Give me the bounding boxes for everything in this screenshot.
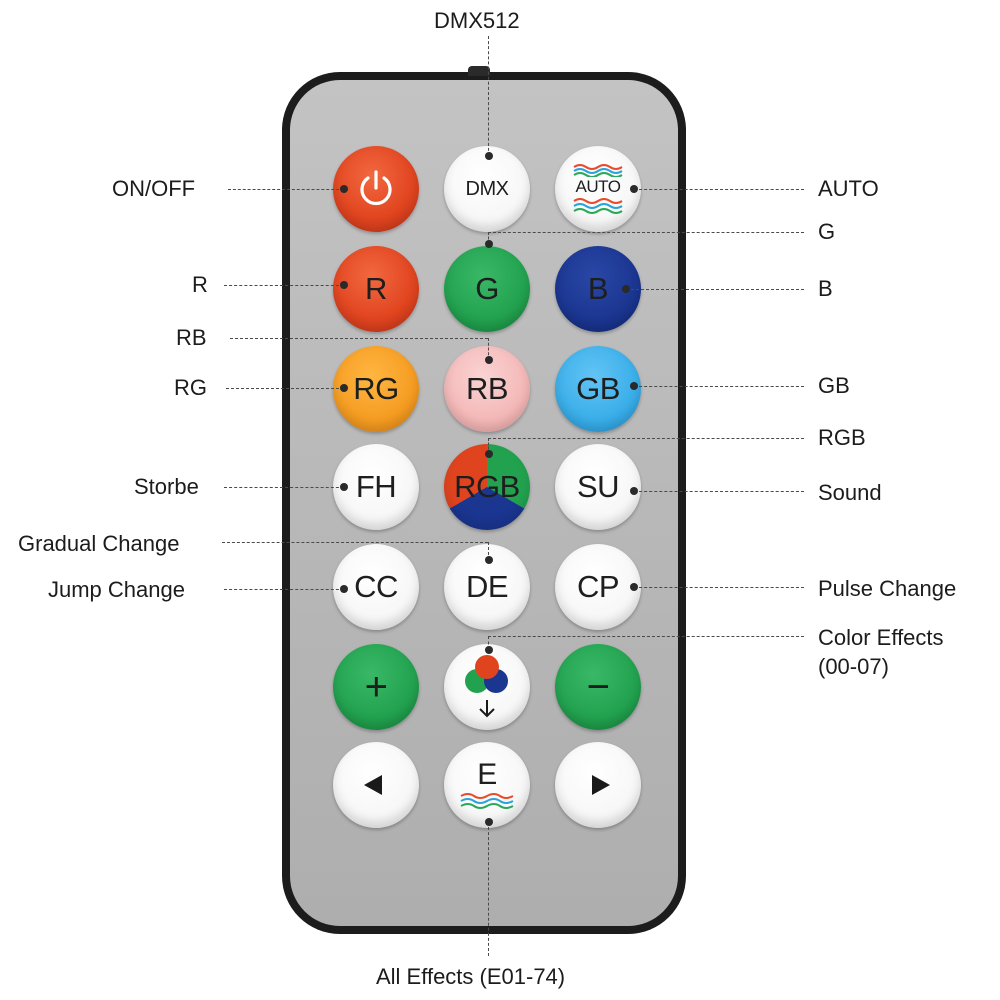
callout-line-g bbox=[488, 232, 804, 233]
callout-line-gradual-change-drop bbox=[488, 542, 489, 560]
callout-dot-auto bbox=[630, 185, 638, 193]
color-effects-button[interactable] bbox=[444, 644, 530, 730]
g-button[interactable]: G bbox=[444, 246, 530, 332]
plus-button[interactable]: + bbox=[333, 644, 419, 730]
callout-line-rb bbox=[230, 338, 488, 339]
callout-line-jump-change bbox=[224, 589, 344, 590]
callout-line-storbe bbox=[224, 487, 344, 488]
callout-line-b bbox=[626, 289, 804, 290]
callout-dot-g bbox=[485, 240, 493, 248]
callout-label-gb: GB bbox=[818, 373, 850, 398]
callout-dot-r bbox=[340, 281, 348, 289]
callout-line-pulse-change bbox=[634, 587, 804, 588]
auto-button-label: AUTO bbox=[575, 177, 621, 196]
callout-label-gradual-change: Gradual Change bbox=[18, 531, 180, 556]
rb-button-label: RB bbox=[465, 371, 509, 406]
callout-dot-gradual-change bbox=[485, 556, 493, 564]
minus-button-label: − bbox=[586, 664, 610, 709]
callout-line-sound bbox=[634, 491, 804, 492]
callout-label-rgb: RGB bbox=[818, 425, 866, 450]
rgb-dots-icon bbox=[465, 655, 508, 693]
down-arrow-icon bbox=[479, 700, 495, 718]
callout-dot-b bbox=[622, 285, 630, 293]
e-button[interactable]: E bbox=[444, 742, 530, 828]
callout-dot-jump-change bbox=[340, 585, 348, 593]
power-icon bbox=[360, 170, 392, 206]
callout-label-auto: AUTO bbox=[818, 176, 879, 201]
callout-dot-rb bbox=[485, 356, 493, 364]
dmx-button-label: DMX bbox=[465, 177, 509, 200]
callout-dot-all-effects bbox=[485, 818, 493, 826]
rgb-button[interactable]: RGB bbox=[444, 444, 530, 530]
callout-dot-dmx512 bbox=[485, 152, 493, 160]
r-button[interactable]: R bbox=[333, 246, 419, 332]
gb-button[interactable]: GB bbox=[555, 346, 641, 432]
g-button-label: G bbox=[475, 271, 499, 306]
minus-button[interactable]: − bbox=[555, 644, 641, 730]
callout-line-rg bbox=[226, 388, 344, 389]
wave-icon bbox=[573, 198, 623, 214]
callout-line-on-off bbox=[228, 189, 344, 190]
wave-icon bbox=[573, 164, 623, 177]
fh-button-label: FH bbox=[355, 469, 397, 504]
right-button[interactable] bbox=[555, 742, 641, 828]
callout-dot-rgb bbox=[485, 450, 493, 458]
callout-line-rgb bbox=[488, 438, 804, 439]
callout-line-gb bbox=[634, 386, 804, 387]
callout-dot-gb bbox=[630, 382, 638, 390]
callout-line-color-effects-drop bbox=[488, 636, 489, 650]
callout-line-rgb-drop bbox=[488, 438, 489, 454]
callout-dot-storbe bbox=[340, 483, 348, 491]
wave-icon bbox=[460, 793, 514, 809]
callout-label-b: B bbox=[818, 276, 833, 301]
r-button-label: R bbox=[365, 271, 387, 306]
callout-dot-on-off bbox=[340, 185, 348, 193]
left-triangle-icon bbox=[364, 775, 382, 795]
callout-label-on-off: ON/OFF bbox=[112, 176, 196, 201]
right-triangle-icon bbox=[592, 775, 610, 795]
callout-line-r bbox=[224, 285, 344, 286]
left-button[interactable] bbox=[333, 742, 419, 828]
dmx-button[interactable]: DMX bbox=[444, 146, 530, 232]
gb-button-label: GB bbox=[576, 371, 620, 406]
callout-line-rb-drop bbox=[488, 338, 489, 360]
rg-button-label: RG bbox=[353, 371, 399, 406]
callout-line-color-effects bbox=[488, 636, 804, 637]
auto-button[interactable]: AUTO bbox=[555, 146, 641, 232]
e-button-label: E bbox=[477, 758, 497, 791]
callout-label-r: R bbox=[192, 272, 208, 297]
callout-label-dmx512: DMX512 bbox=[434, 8, 520, 33]
cp-button-label: CP bbox=[576, 569, 620, 604]
callout-label-rb: RB bbox=[176, 325, 207, 350]
callout-line-all-effects bbox=[488, 822, 489, 956]
callout-label-color-effects-range: (00-07) bbox=[818, 654, 889, 679]
su-button[interactable]: SU bbox=[555, 444, 641, 530]
callout-label-g: G bbox=[818, 219, 836, 244]
rgb-button-label: RGB bbox=[454, 469, 520, 504]
remote-top-tab bbox=[468, 66, 490, 76]
callout-dot-pulse-change bbox=[630, 583, 638, 591]
callout-dot-color-effects bbox=[485, 646, 493, 654]
callout-line-gradual-change bbox=[222, 542, 488, 543]
plus-button-label: + bbox=[364, 664, 388, 709]
callout-label-color-effects: Color Effects bbox=[818, 625, 944, 650]
callout-label-jump-change: Jump Change bbox=[48, 577, 185, 602]
cc-button-label: CC bbox=[354, 569, 398, 604]
callout-line-g-drop bbox=[488, 232, 489, 244]
callout-label-pulse-change: Pulse Change bbox=[818, 576, 957, 601]
callout-line-auto bbox=[634, 189, 804, 190]
su-button-label: SU bbox=[576, 469, 620, 504]
cp-button[interactable]: CP bbox=[555, 544, 641, 630]
callout-dot-sound bbox=[630, 487, 638, 495]
callout-line-dmx512 bbox=[488, 36, 489, 156]
b-button-label: B bbox=[587, 271, 609, 306]
de-button-label: DE bbox=[465, 569, 509, 604]
rg-button[interactable]: RG bbox=[333, 346, 419, 432]
callout-label-storbe: Storbe bbox=[134, 474, 199, 499]
callout-label-all-effects: All Effects (E01-74) bbox=[376, 964, 566, 989]
callout-label-rg: RG bbox=[174, 375, 207, 400]
callout-dot-rg bbox=[340, 384, 348, 392]
callout-label-sound: Sound bbox=[818, 480, 882, 505]
